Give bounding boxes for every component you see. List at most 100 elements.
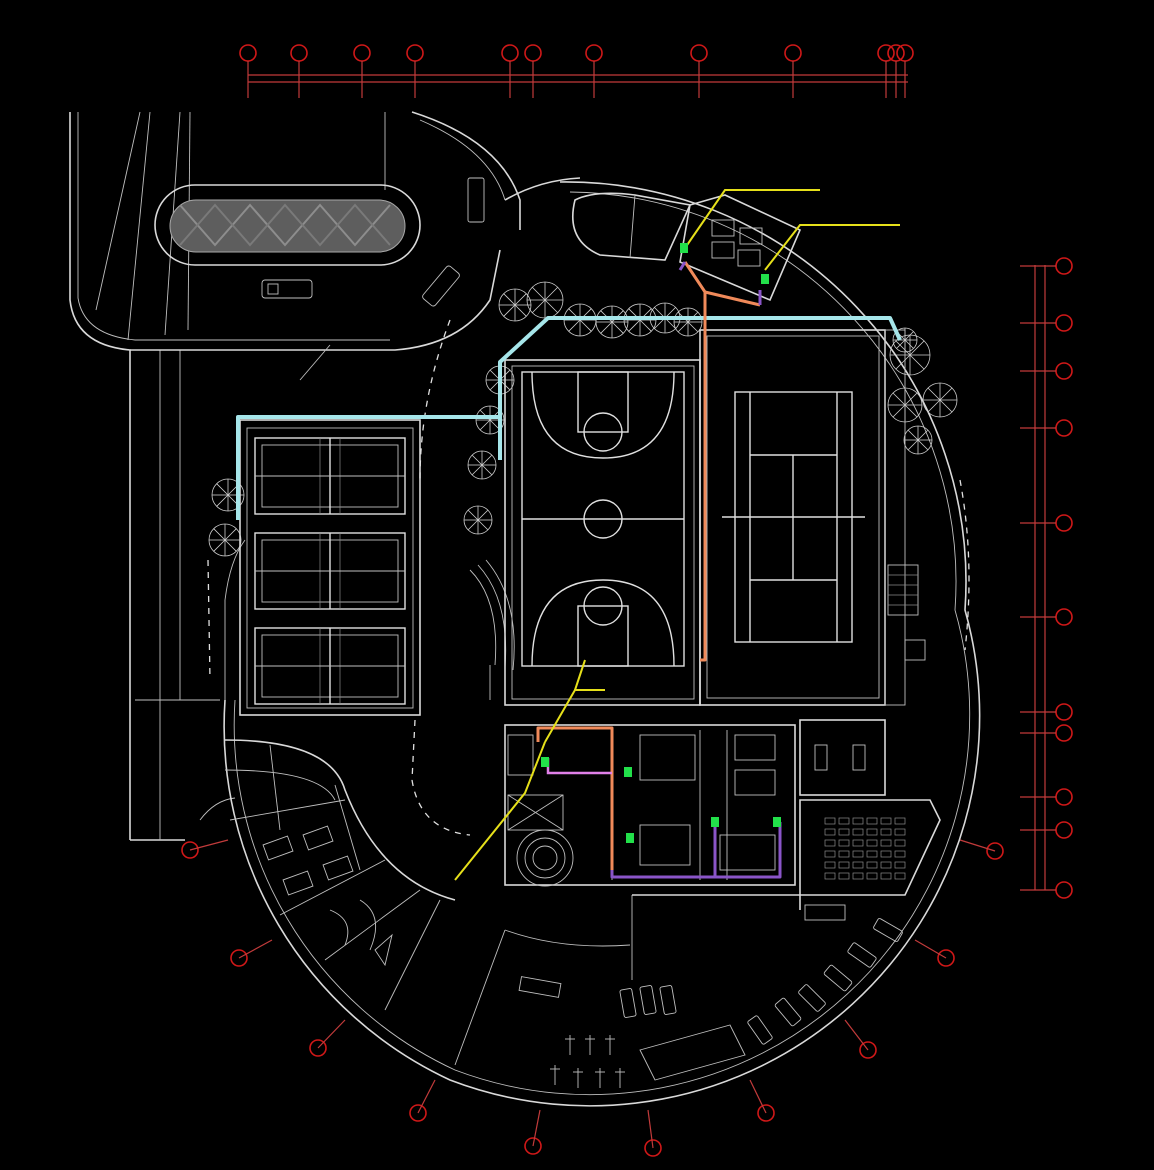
orange-pipe [536, 261, 761, 870]
grid-bubble [406, 44, 424, 62]
fountain-feature [154, 184, 421, 266]
grid-bubble [877, 44, 895, 62]
supply-pipe [236, 316, 902, 520]
equipment-node [761, 274, 769, 284]
east-rooms [799, 329, 926, 796]
seat [852, 839, 864, 847]
basketball-hall [504, 359, 701, 706]
equipment-pad [804, 904, 846, 921]
grid-bubble [644, 1139, 662, 1157]
grid-bubble [690, 44, 708, 62]
seat [880, 872, 892, 880]
purple-pipe [610, 261, 782, 879]
seat [852, 817, 864, 825]
seat [894, 850, 906, 858]
grid-bubble [1055, 514, 1073, 532]
parking-stalls [550, 904, 903, 1088]
grid-bubble [181, 841, 199, 859]
bike-rack [573, 1068, 583, 1088]
seat [838, 839, 850, 847]
seat [866, 861, 878, 869]
tree-symbol [463, 505, 493, 535]
seat [894, 828, 906, 836]
tree-symbol [922, 382, 958, 418]
grid-bubble [1055, 257, 1073, 275]
grid-bubble [887, 44, 905, 62]
tree-symbol [467, 450, 497, 480]
grid-bubble [230, 949, 248, 967]
grid-leader [749, 1079, 767, 1114]
badminton-court [254, 532, 406, 610]
top-grid-axis [239, 44, 914, 98]
grid-bubble [585, 44, 603, 62]
grid-leader [914, 939, 947, 959]
parked-cars [261, 177, 485, 307]
curved-seating [469, 559, 515, 700]
road-area [69, 111, 521, 841]
tree-symbol [903, 425, 933, 455]
seat [866, 872, 878, 880]
grid-bubble [239, 44, 257, 62]
tree-symbol [498, 288, 532, 322]
parking-stall [873, 918, 903, 942]
grid-bubble [309, 1039, 327, 1057]
equipment-node [624, 767, 632, 777]
grid-bubble [896, 44, 914, 62]
seat [824, 839, 836, 847]
parking-stall [639, 985, 657, 1015]
grid-leader [189, 839, 229, 851]
seat [866, 828, 878, 836]
parking-stall [823, 964, 853, 992]
tree-symbol [673, 307, 703, 337]
grid-bubble [1055, 821, 1073, 839]
seat [824, 872, 836, 880]
grid-bubble [784, 44, 802, 62]
grid-leader [238, 939, 273, 959]
tennis-court [722, 391, 865, 643]
grid-leader [647, 1109, 654, 1149]
grid-leader [844, 1019, 869, 1051]
tree-symbol [526, 281, 564, 319]
grid-bubble [1055, 788, 1073, 806]
perimeter-grid-bubbles [181, 839, 1004, 1157]
grid-bubble [757, 1104, 775, 1122]
grid-leader [317, 1019, 346, 1049]
seat [894, 839, 906, 847]
grid-bubble [986, 842, 1004, 860]
south-ring [224, 739, 801, 1081]
seat [894, 861, 906, 869]
grid-leader [959, 839, 996, 852]
grid-bubble [524, 1137, 542, 1155]
seat [838, 850, 850, 858]
grid-bubble [937, 949, 955, 967]
parking-stall [774, 997, 802, 1027]
seat [824, 828, 836, 836]
seat [824, 817, 836, 825]
pink-pipe [546, 758, 612, 775]
bike-rack [585, 1035, 595, 1055]
equipment-node [711, 817, 719, 827]
seat [880, 828, 892, 836]
parking-stall [798, 984, 826, 1012]
seat [838, 817, 850, 825]
bike-rack [565, 1035, 575, 1055]
tree-symbol [208, 523, 242, 557]
grid-bubble [524, 44, 542, 62]
basketball-court [521, 371, 685, 667]
grid-bubble [353, 44, 371, 62]
equipment-node [626, 833, 634, 843]
seat [838, 861, 850, 869]
seat [880, 817, 892, 825]
seat [824, 861, 836, 869]
seat [838, 828, 850, 836]
grid-bubble [501, 44, 519, 62]
seat [852, 828, 864, 836]
bike-rack [550, 1065, 560, 1085]
bike-rack [615, 1068, 625, 1088]
parking-stall [619, 988, 637, 1018]
grid-leader [417, 1079, 436, 1114]
seat [852, 861, 864, 869]
badminton-court [254, 437, 406, 515]
equipment-node [541, 757, 549, 767]
